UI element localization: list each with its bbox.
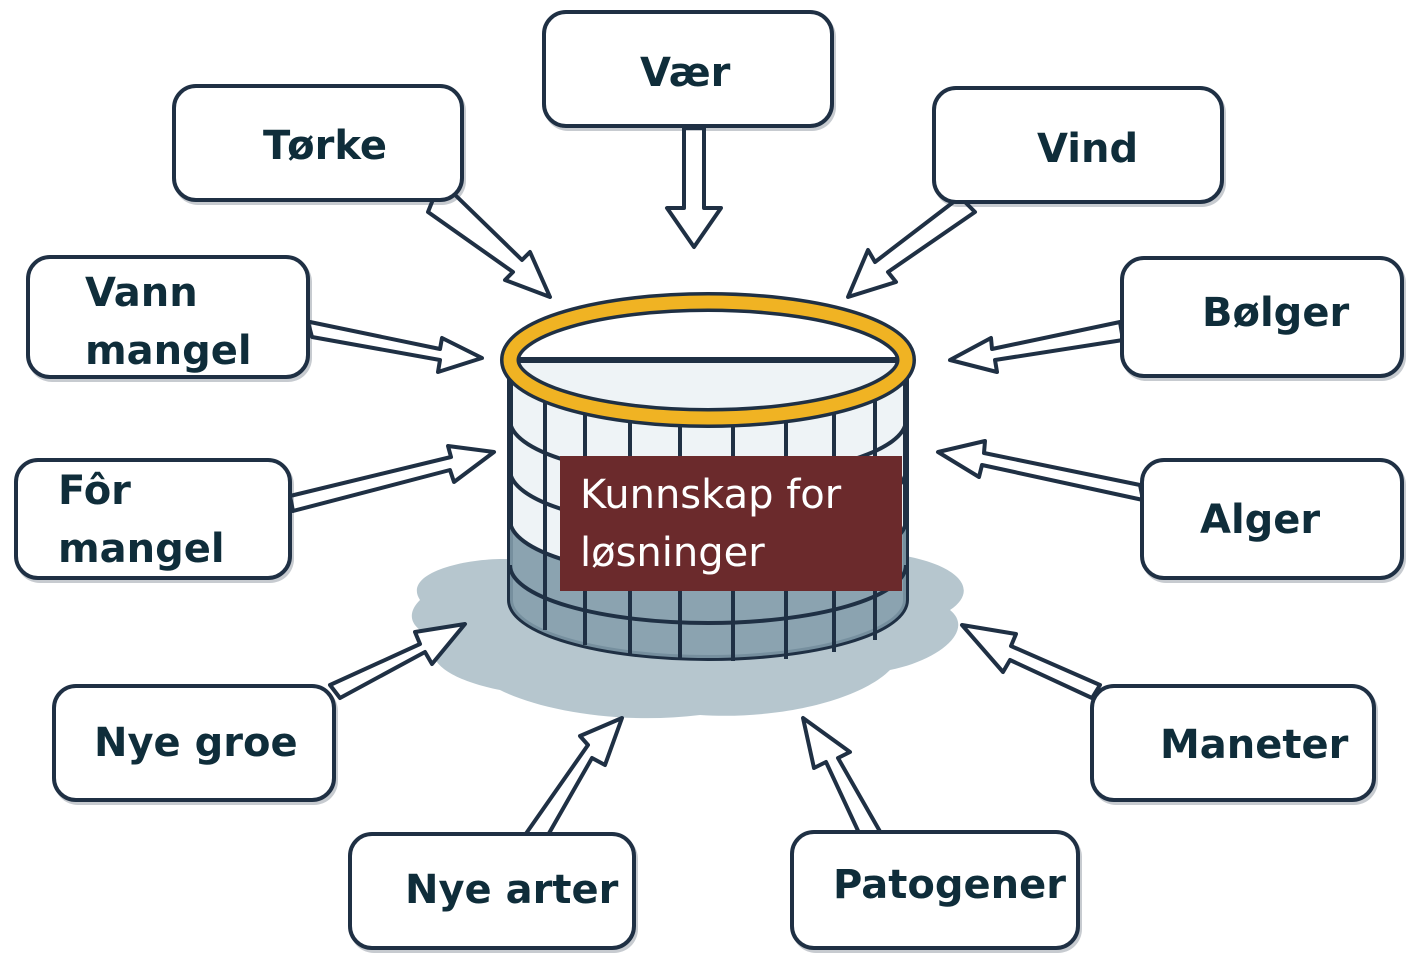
factor-label-maneter: Maneter — [1160, 722, 1349, 768]
factor-label-patogener: Patogener — [833, 862, 1066, 908]
factor-box-for-mangel — [14, 458, 292, 580]
center-knowledge-box: Kunnskap for løsninger — [560, 456, 902, 591]
factor-box-nye-groe — [52, 684, 336, 802]
center-line-1: Kunnskap for — [580, 472, 842, 518]
factor-label-torke: Tørke — [263, 123, 388, 169]
factor-label-alger: Alger — [1200, 497, 1321, 543]
arrow-vaer — [665, 126, 723, 249]
factor-box-torke — [172, 84, 464, 202]
factor-label-vann-line1: Vann — [85, 270, 198, 316]
factor-label-vaer: Vær — [640, 50, 731, 96]
factor-label-vind: Vind — [1037, 126, 1139, 172]
factor-box-alger — [1140, 458, 1404, 580]
arrow-vann-mangel — [306, 320, 484, 374]
factor-box-vann-mangel — [26, 255, 310, 379]
factor-box-vaer — [542, 10, 834, 128]
arrow-nye-arter — [523, 716, 624, 837]
arrow-alger — [936, 439, 1145, 502]
arrow-vind — [846, 195, 977, 299]
factor-label-bolger: Bølger — [1202, 290, 1350, 336]
arrow-nye-groe — [328, 622, 467, 700]
factor-box-maneter — [1090, 684, 1376, 802]
arrow-torke — [426, 186, 552, 299]
arrow-bolger — [948, 320, 1125, 374]
arrow-for-mangel — [288, 444, 496, 513]
factor-label-for-line2: mangel — [58, 526, 225, 572]
arrow-patogener — [801, 716, 884, 837]
center-line-2: løsninger — [580, 530, 765, 576]
factor-label-for-line1: Fôr — [58, 468, 131, 514]
factor-label-nye-groe: Nye groe — [94, 720, 298, 766]
factor-box-bolger — [1120, 256, 1404, 378]
factor-label-vann-line2: mangel — [85, 328, 252, 374]
factor-box-nye-arter — [348, 832, 636, 950]
factor-box-patogener — [790, 830, 1080, 950]
arrow-maneter — [960, 623, 1102, 700]
factor-box-vind — [932, 86, 1224, 204]
factor-label-nye-arter: Nye arter — [405, 867, 619, 913]
